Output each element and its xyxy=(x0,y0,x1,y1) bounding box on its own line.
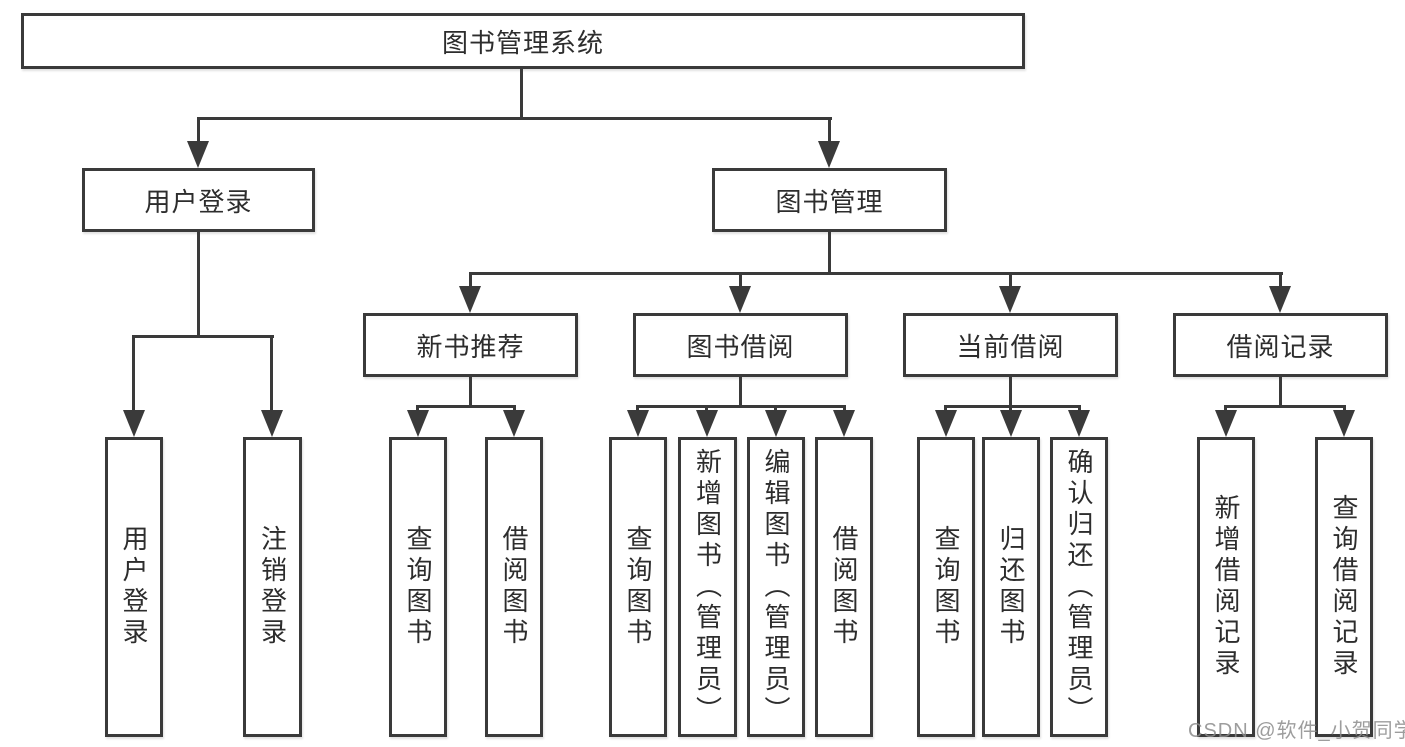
node-label: 图书管理系统 xyxy=(441,27,604,58)
arrow-down-icon xyxy=(818,141,840,168)
arrow-down-icon xyxy=(261,410,283,437)
node-root-library-management-system: 图书管理系统 xyxy=(21,13,1025,69)
node-logout: 注销登录 xyxy=(243,437,302,737)
node-user-login-leaf: 用户登录 xyxy=(105,437,163,737)
connector-line xyxy=(828,117,831,147)
connector-line xyxy=(739,377,742,408)
node-cb-return-books: 归还图书 xyxy=(982,437,1040,737)
connector-line xyxy=(520,69,523,119)
node-label: 图书借阅 xyxy=(686,331,795,362)
arrow-down-icon xyxy=(123,410,145,437)
arrow-down-icon xyxy=(1333,410,1355,437)
node-label: 新书推荐 xyxy=(416,331,525,362)
node-label: 借阅记录 xyxy=(1226,331,1335,362)
node-label: 注销登录 xyxy=(257,525,288,649)
node-label: 查询图书 xyxy=(403,525,433,649)
node-br-query-record: 查询借阅记录 xyxy=(1315,437,1373,737)
arrow-down-icon xyxy=(503,410,525,437)
node-label: 借阅图书 xyxy=(829,525,859,649)
arrow-down-icon xyxy=(833,410,855,437)
node-label: 新增借阅记录 xyxy=(1211,494,1241,680)
node-label: 编辑图书（管理员） xyxy=(761,447,791,727)
node-label: 图书管理 xyxy=(775,186,884,217)
node-label: 新增图书（管理员） xyxy=(692,447,723,727)
node-current-borrowing: 当前借阅 xyxy=(903,313,1118,377)
node-user-login: 用户登录 xyxy=(82,168,315,232)
arrow-down-icon xyxy=(187,141,209,168)
node-label: 归还图书 xyxy=(996,525,1026,649)
node-label: 当前借阅 xyxy=(956,331,1065,362)
arrow-down-icon xyxy=(1068,410,1090,437)
connector-line xyxy=(469,377,472,408)
connector-line xyxy=(1279,377,1282,408)
node-cb-confirm-return-admin: 确认归还（管理员） xyxy=(1050,437,1108,737)
node-label: 查询借阅记录 xyxy=(1329,494,1359,680)
connector-line xyxy=(1009,377,1012,408)
node-book-borrowing: 图书借阅 xyxy=(633,313,848,377)
arrow-down-icon xyxy=(935,410,957,437)
arrow-down-icon xyxy=(627,410,649,437)
connector-line xyxy=(944,405,1081,408)
node-br-add-record: 新增借阅记录 xyxy=(1197,437,1255,737)
connector-line xyxy=(270,335,273,415)
connector-line xyxy=(1279,272,1282,290)
node-bb-borrow-books: 借阅图书 xyxy=(815,437,873,737)
node-bb-query-books: 查询图书 xyxy=(609,437,667,737)
node-borrowing-records: 借阅记录 xyxy=(1173,313,1388,377)
connector-line xyxy=(828,232,831,275)
node-nbr-query-books: 查询图书 xyxy=(389,437,447,737)
arrow-down-icon xyxy=(459,286,481,313)
connector-line xyxy=(197,232,200,338)
node-new-book-recommendation: 新书推荐 xyxy=(363,313,578,377)
node-label: 查询图书 xyxy=(931,525,961,649)
connector-line xyxy=(636,405,846,408)
node-label: 查询图书 xyxy=(623,525,653,649)
arrow-down-icon xyxy=(1000,410,1022,437)
arrow-down-icon xyxy=(1215,410,1237,437)
csdn-watermark: CSDN @软件_小贺同学 xyxy=(1188,720,1405,742)
node-label: 借阅图书 xyxy=(499,525,529,649)
node-book-management: 图书管理 xyxy=(712,168,947,232)
node-bb-add-books-admin: 新增图书（管理员） xyxy=(678,437,737,737)
node-label: 确认归还（管理员） xyxy=(1064,447,1094,727)
connector-line xyxy=(132,335,274,338)
connector-line xyxy=(197,117,200,147)
connector-line xyxy=(469,272,472,290)
arrow-down-icon xyxy=(696,410,718,437)
node-nbr-borrow-books: 借阅图书 xyxy=(485,437,543,737)
arrow-down-icon xyxy=(729,286,751,313)
arrow-down-icon xyxy=(765,410,787,437)
node-cb-query-books: 查询图书 xyxy=(917,437,975,737)
node-bb-edit-books-admin: 编辑图书（管理员） xyxy=(747,437,805,737)
connector-line xyxy=(132,335,135,415)
connector-line xyxy=(1009,272,1012,290)
connector-line xyxy=(469,272,1283,275)
connector-line xyxy=(739,272,742,290)
node-label: 用户登录 xyxy=(144,186,253,217)
arrow-down-icon xyxy=(1269,286,1291,313)
arrow-down-icon xyxy=(999,286,1021,313)
connector-line xyxy=(416,405,516,408)
node-label: 用户登录 xyxy=(119,525,149,649)
connector-line xyxy=(1224,405,1346,408)
arrow-down-icon xyxy=(407,410,429,437)
connector-line xyxy=(197,117,832,120)
